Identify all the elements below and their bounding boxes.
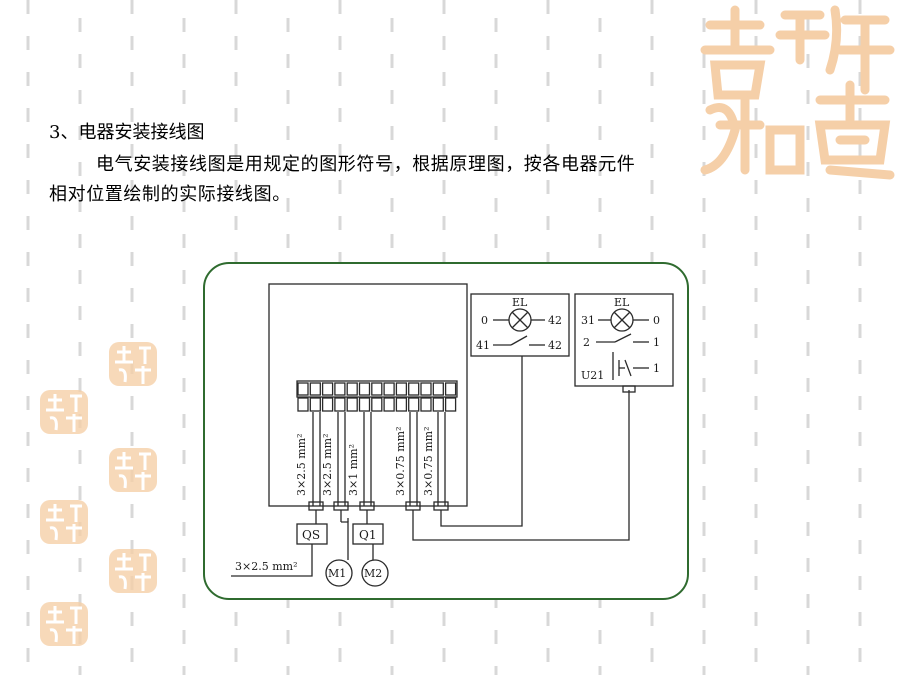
terminal-cell	[432, 382, 444, 396]
lamp1-feed-wire	[440, 363, 523, 527]
terminal-cell	[420, 382, 432, 396]
terminal-cell-lower	[371, 397, 383, 412]
motor-m2	[361, 559, 389, 587]
q1-label: Q1	[359, 528, 376, 542]
terminal-cell-lower	[444, 397, 457, 412]
terminal-cell-lower	[408, 397, 420, 412]
terminal-cell	[358, 382, 371, 396]
seal-small-icon	[109, 549, 157, 593]
terminal-cell	[383, 382, 395, 396]
terminal-cell	[408, 382, 420, 396]
terminal-cell-lower	[420, 397, 432, 412]
seal-small-icon	[40, 500, 88, 544]
cable-label-3: 3×1 mm²	[347, 444, 360, 496]
lamp2-term-mid-left: 2	[583, 336, 590, 349]
terminal-cell	[346, 382, 358, 396]
wiring-diagram: 3×2.5 mm² 3×2.5 mm² 3×1 mm² 3×0.75 mm² 3…	[231, 283, 674, 587]
terminal-cell-lower	[321, 397, 334, 412]
q1-switch-box	[352, 523, 384, 545]
cable-label-4: 3×0.75 mm²	[394, 427, 407, 496]
terminal-cell	[309, 382, 321, 396]
motor-m1	[325, 559, 353, 587]
cable-label-5: 3×0.75 mm²	[422, 427, 435, 496]
lamp1-term-row2-left: 41	[476, 339, 490, 352]
cable-wires	[312, 412, 446, 506]
motor-m1-label: M1	[328, 567, 346, 580]
lamp2-term-bottom-right: 1	[653, 362, 660, 375]
seal-small-icon	[40, 602, 88, 646]
terminal-cell	[371, 382, 383, 396]
lamp1-term-row2-right: 42	[548, 339, 562, 352]
paragraph-line-2: 相对位置绘制的实际接线图。	[49, 184, 291, 205]
terminal-cell	[444, 382, 457, 396]
terminal-cell-lower	[395, 397, 408, 412]
terminal-cell-lower	[432, 397, 444, 412]
lamp2-term-top-left: 31	[581, 314, 595, 327]
terminal-block	[296, 380, 458, 412]
terminal-cell	[321, 382, 334, 396]
seal-small-icon	[40, 390, 88, 434]
lamp1-label: EL	[512, 296, 528, 309]
lamp2-term-mid-right: 1	[653, 336, 660, 349]
section-heading: 3、电器安装接线图	[49, 122, 205, 143]
terminal-cell	[334, 382, 346, 396]
terminal-cell	[297, 382, 309, 396]
cable-label-2: 3×2.5 mm²	[321, 434, 334, 496]
terminal-cell-lower	[346, 397, 358, 412]
lamp1-term-right: 42	[548, 314, 562, 327]
paragraph-line-1: 电气安装接线图是用规定的图形符号，根据原理图，按各电器元件	[96, 154, 636, 175]
wiring-diagram-figure: 3×2.5 mm² 3×2.5 mm² 3×1 mm² 3×0.75 mm² 3…	[203, 262, 689, 600]
seal-small-icon	[109, 448, 157, 492]
lamp-box-1	[470, 293, 570, 357]
terminal-cell	[395, 382, 408, 396]
seal-large-icon	[700, 5, 895, 180]
lamp2-term-top-right: 0	[653, 314, 660, 327]
seal-small-icon	[109, 342, 157, 386]
terminal-cell-lower	[309, 397, 321, 412]
terminal-cell-lower	[334, 397, 346, 412]
qs-label: QS	[302, 528, 320, 542]
cable-label-1: 3×2.5 mm²	[295, 434, 308, 496]
main-panel	[268, 283, 468, 507]
motor-m2-label: M2	[364, 567, 382, 580]
terminal-cell-lower	[297, 397, 309, 412]
bottom-cable-label: 3×2.5 mm²	[235, 560, 297, 573]
lamp2-feed-wire	[412, 390, 630, 541]
lamp2-term-bottom-left: U21	[581, 369, 604, 382]
terminal-cell-lower	[358, 397, 371, 412]
lamp1-term-left: 0	[481, 314, 488, 327]
terminal-cell-lower	[383, 397, 395, 412]
lamp2-label: EL	[614, 296, 630, 309]
